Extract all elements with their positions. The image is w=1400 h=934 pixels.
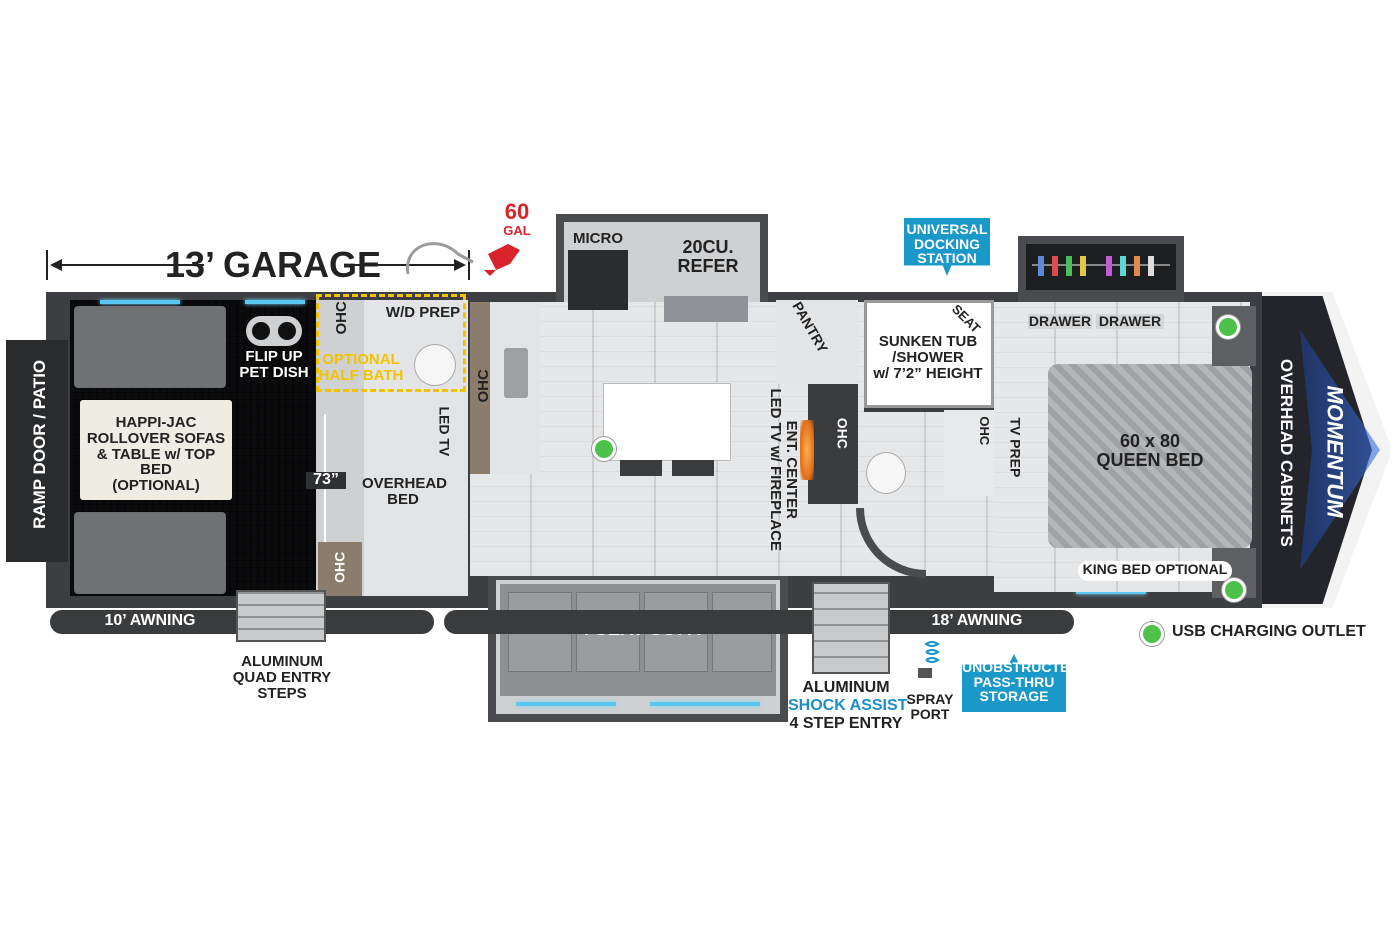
four-seat-sofa <box>500 584 776 696</box>
garage-led-tv-label: LED TV <box>436 406 453 457</box>
kitchen-ohc-label: OHC <box>475 369 493 403</box>
refrigerator-icon <box>664 296 748 322</box>
sofa-table <box>80 400 232 500</box>
ramp-door-label: RAMP DOOR / PATIO <box>30 359 50 529</box>
awning-10ft-label: 10’ AWNING <box>104 612 196 629</box>
kitchen-island <box>604 384 730 460</box>
king-bed-badge <box>1078 561 1232 581</box>
rollover-sofa-top <box>74 306 226 388</box>
sunken-tub <box>864 300 994 408</box>
awning-18ft-label: 18’ AWNING <box>931 612 1023 629</box>
pantry <box>776 300 858 384</box>
fuel-unit: GAL <box>503 223 531 238</box>
ohc-garage-top: OHC <box>333 301 351 335</box>
bar-stool <box>672 460 714 476</box>
optional-half-bath <box>316 294 466 392</box>
overhead-bed-label: OVERHEAD BED <box>362 475 448 508</box>
entry-steps-line-3: 4 STEP ENTRY <box>789 715 903 732</box>
bar-stool <box>620 460 662 476</box>
awning-18ft <box>444 610 1074 634</box>
rollover-sofa-bottom <box>74 512 226 594</box>
ohc-ent-label: OHC <box>834 417 851 449</box>
shock-assist-steps[interactable] <box>812 582 890 674</box>
pet-dish-label: FLIP UP PET DISH <box>239 348 309 381</box>
usb-legend-label: USB CHARGING OUTLET <box>1172 623 1366 640</box>
bath-ohc-label: OHC <box>976 416 992 446</box>
docking-station-label: UNIVERSAL DOCKING STATION <box>906 221 988 267</box>
pass-thru-storage-label: UNOBSTRUCTED PASS-THRU STORAGE <box>962 659 1080 705</box>
garage-dimension-line <box>46 250 470 280</box>
toilet-icon <box>866 452 906 494</box>
ramp-door[interactable] <box>6 340 68 562</box>
queen-bed <box>1048 364 1252 548</box>
usb-legend-dot <box>1140 622 1164 646</box>
toilet-icon <box>414 344 456 386</box>
wardrobe-rack <box>1026 244 1176 290</box>
drawer-right-label: DRAWER <box>1096 314 1164 329</box>
usb-outlet <box>1222 578 1246 602</box>
king-bed-label: KING BED OPTIONAL <box>1082 561 1228 577</box>
quad-entry-steps[interactable] <box>236 590 326 642</box>
ent-center <box>808 384 858 504</box>
drawer-left-label: DRAWER <box>1028 313 1092 329</box>
micro-label: MICRO <box>573 230 623 247</box>
fuel-amount: 60 <box>504 199 530 224</box>
entry-steps-line-2: SHOCK ASSIST <box>788 697 908 714</box>
brand-logo: MOMENTUM <box>1322 385 1348 518</box>
ohc-garage-bottom: OHC <box>331 551 348 583</box>
quad-entry-steps-label: ALUMINUM QUAD ENTRY STEPS <box>232 653 332 702</box>
garage-length-label: 13’ GARAGE <box>165 244 382 285</box>
queen-bed-label: 60 x 80 QUEEN BED <box>1096 431 1204 470</box>
half-bath-label: OPTIONAL HALF BATH <box>318 351 404 384</box>
sink-icon <box>504 348 528 398</box>
refer-label: 20CU. REFER <box>677 237 739 276</box>
window <box>650 702 760 706</box>
fuel-nozzle-icon <box>406 242 520 276</box>
width-dimension-line <box>324 414 326 574</box>
overhead-bed-area <box>364 300 468 596</box>
usb-outlet <box>592 437 616 461</box>
window <box>100 300 180 304</box>
stove-icon <box>568 250 628 310</box>
spray-port-icon <box>918 641 940 678</box>
pet-dish-icon <box>246 316 302 346</box>
bath-vanity <box>944 410 994 496</box>
entry-steps-line-1: ALUMINUM <box>802 679 890 696</box>
tv-prep-label: TV PREP <box>1007 417 1024 478</box>
wd-prep-label: W/D PREP <box>385 304 461 321</box>
window <box>245 300 305 304</box>
usb-outlet <box>1216 315 1240 339</box>
tub-label: SUNKEN TUB /SHOWER w/ 7’2” HEIGHT <box>873 333 983 382</box>
fireplace-glow <box>800 420 814 480</box>
spray-port-label: SPRAY PORT <box>906 691 954 722</box>
ent-center-label: ENT. CENTER LED TV w/ FIREPLACE <box>767 388 800 551</box>
happi-jac-label: HAPPI-JAC ROLLOVER SOFAS & TABLE w/ TOP … <box>86 414 226 494</box>
overhead-cabinets-label: OVERHEAD CABINETS <box>1276 358 1296 547</box>
window <box>1076 590 1146 594</box>
width-dimension-label: 73” <box>306 471 346 489</box>
window <box>516 702 616 706</box>
